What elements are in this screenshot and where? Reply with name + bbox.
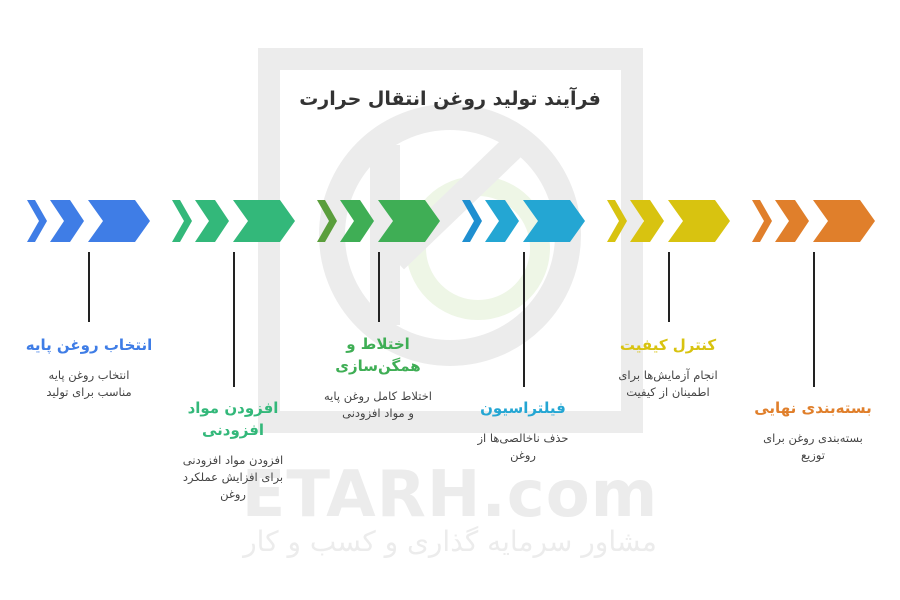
chevron-6b xyxy=(775,200,809,242)
chevron-2a xyxy=(172,200,192,242)
chevron-4c xyxy=(523,200,585,242)
step-4-desc: حذف ناخالصی‌ها از روغن xyxy=(477,430,569,462)
chevron-2c xyxy=(233,200,295,242)
step-6-title: بسته‌بندی نهایی xyxy=(754,399,872,417)
chevron-4a xyxy=(462,200,482,242)
chevron-6a xyxy=(752,200,772,242)
chevron-5a xyxy=(607,200,627,242)
connector-1 xyxy=(88,252,90,322)
chevron-3c xyxy=(378,200,440,242)
connector-4 xyxy=(523,252,525,387)
step-1: انتخاب روغن پایه انتخاب روغن پایه مناسب … xyxy=(14,335,164,401)
step-2: افزودن مواد افزودنی افزودن مواد افزودنی … xyxy=(158,398,308,503)
chevron-3b xyxy=(340,200,374,242)
step-2-desc: افزودن مواد افزودنی برای افزایش عملکرد ر… xyxy=(182,452,284,502)
step-3-title: اختلاط و همگن‌سازی xyxy=(335,335,421,375)
chevron-6c xyxy=(813,200,875,242)
connector-3 xyxy=(378,252,380,322)
chevron-3a xyxy=(317,200,337,242)
step-5-desc: انجام آزمایش‌ها برای اطمینان از کیفیت xyxy=(618,367,718,399)
step-1-title: انتخاب روغن پایه xyxy=(25,336,153,354)
step-3: اختلاط و همگن‌سازی اختلاط کامل روغن پایه… xyxy=(303,334,453,422)
diagram-title: فرآیند تولید روغن انتقال حرارت xyxy=(299,88,601,110)
watermark-site: ETARH.com xyxy=(241,458,659,532)
chevron-4b xyxy=(485,200,519,242)
watermark-tagline: مشاور سرمایه گذاری و کسب و کار xyxy=(243,525,657,558)
step-1-desc: انتخاب روغن پایه مناسب برای تولید xyxy=(46,367,132,399)
chevron-1b xyxy=(50,200,84,242)
chevron-5c xyxy=(668,200,730,242)
step-2-title: افزودن مواد افزودنی xyxy=(187,399,279,439)
connector-6 xyxy=(813,252,815,387)
step-6: بسته‌بندی نهایی بسته‌بندی روغن برای توزی… xyxy=(738,398,888,464)
step-4: فیلتراسیون حذف ناخالصی‌ها از روغن xyxy=(448,398,598,464)
chevron-2b xyxy=(195,200,229,242)
step-4-title: فیلتراسیون xyxy=(480,399,566,417)
step-5-title: کنترل کیفیت xyxy=(619,336,717,354)
connector-2 xyxy=(233,252,235,387)
step-3-desc: اختلاط کامل روغن پایه و مواد افزودنی xyxy=(323,388,433,420)
connector-5 xyxy=(668,252,670,322)
chevron-1c xyxy=(88,200,150,242)
chevron-1a xyxy=(27,200,47,242)
chevron-5b xyxy=(630,200,664,242)
step-6-desc: بسته‌بندی روغن برای توزیع xyxy=(763,430,863,462)
step-5: کنترل کیفیت انجام آزمایش‌ها برای اطمینان… xyxy=(593,335,743,401)
